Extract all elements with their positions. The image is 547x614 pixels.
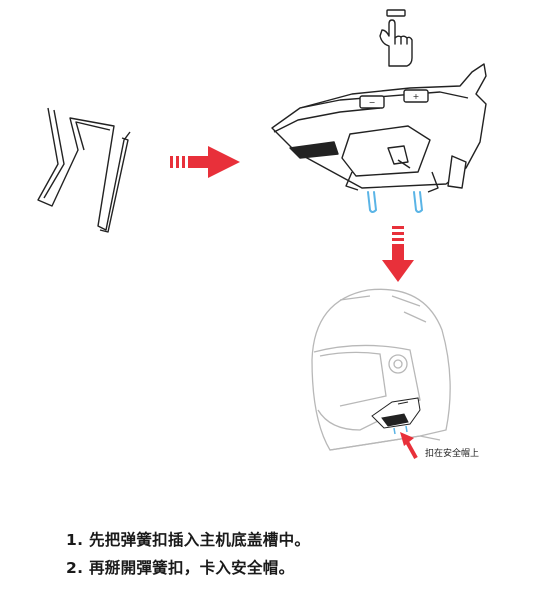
svg-text:+: + — [413, 92, 420, 101]
helmet-icon — [311, 288, 451, 451]
step-2: 2. 再掰開彈簧扣，卡入安全帽。 — [66, 559, 295, 577]
arrow-down-icon — [382, 226, 414, 282]
spring-clip-icon — [37, 107, 131, 233]
intercom-unit-icon: − + — [271, 63, 487, 193]
step-1: 1. 先把弹簧扣插入主机底盖槽中。 — [66, 531, 311, 549]
mounted-clip-prongs-icon — [393, 425, 408, 435]
mounted-unit-icon — [371, 397, 421, 429]
installation-illustration: − + — [37, 9, 487, 459]
arrow-up-left-icon — [400, 432, 418, 459]
arrow-right-icon — [170, 146, 240, 178]
mount-callout-label: 扣在安全帽上 — [425, 449, 480, 459]
instruction-steps: 1. 先把弹簧扣插入主机底盖槽中。 2. 再掰開彈簧扣，卡入安全帽。 — [66, 526, 310, 582]
finger-press-icon — [379, 9, 413, 67]
svg-text:−: − — [369, 98, 376, 107]
clip-prongs-icon — [367, 191, 424, 213]
